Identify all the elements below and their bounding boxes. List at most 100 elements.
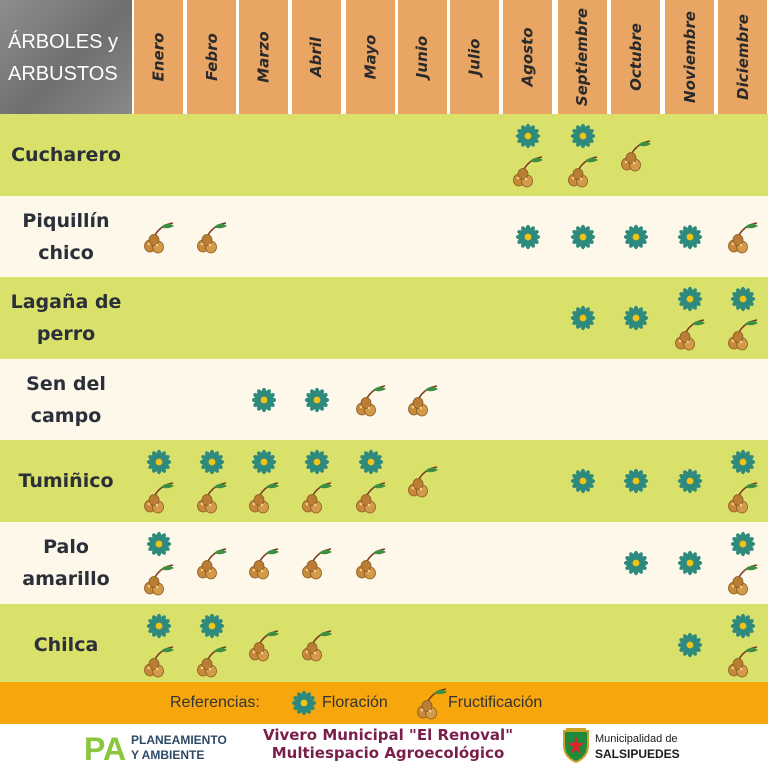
flower-icon [730,449,755,475]
municipality-name: SALSIPUEDES [595,747,680,761]
month-label: Enero [149,32,168,82]
plant-row: Chilca [0,604,768,685]
flower-icon [623,468,648,494]
plant-row: Palo amarillo [0,522,768,604]
fruit-icon [355,384,387,417]
flower-icon [677,632,702,657]
flower-icon [570,123,595,149]
fruit-icon [248,482,280,515]
flower-icon [304,387,329,412]
legend-label: Referencias: [170,694,260,711]
fruit-icon [143,564,175,597]
fruit-icon [727,221,759,254]
flower-icon [358,449,383,475]
plant-row: Sen del campo [0,359,768,440]
month-label: Febro [202,33,221,81]
month-header: Marzo [239,0,288,114]
fruit-icon [355,548,387,580]
legend-bar: Referencias: Floración Fructificación [0,682,768,724]
pa-logo-mark: PA [84,731,126,764]
flower-icon [515,123,540,149]
flower-icon [677,286,702,312]
fruit-icon [567,156,599,189]
flower-icon [623,550,648,576]
flower-icon [730,531,755,557]
month-header: Octubre [611,0,660,114]
fruit-icon [143,645,175,678]
flower-icon [730,286,755,312]
month-header: Abril [292,0,341,114]
month-label: Marzo [254,31,273,83]
flower-icon [677,468,702,494]
flower-icon [146,613,171,639]
corner-title: ÁRBOLES y ARBUSTOS [0,0,132,114]
month-label: Abril [307,36,326,78]
fruit-icon [727,564,759,597]
flower-icon [199,449,224,475]
flower-icon [291,690,317,716]
flower-icon [623,224,648,249]
flower-icon [570,305,595,331]
month-header: Julio [450,0,499,114]
fruit-icon [248,548,280,580]
fruit-icon [674,319,706,352]
month-header: Agosto [503,0,552,114]
fruit-icon [301,548,333,580]
month-header: Septiembre [558,0,607,114]
month-label: Agosto [518,27,537,87]
plant-name: Palo amarillo [22,536,110,590]
flower-icon [677,224,702,249]
flower-icon [570,224,595,249]
flower-icon [251,449,276,475]
fruit-icon [196,548,228,580]
flower-icon [251,387,276,412]
plant-name: Piquillín chico [22,209,110,264]
flower-icon [570,468,595,494]
month-header: Febro [187,0,236,114]
plant-name: Sen del campo [26,372,106,427]
fruit-icon [301,629,333,662]
flower-icon [146,531,171,557]
fruit-icon [143,482,175,515]
fruit-icon [196,221,228,254]
plant-name: Lagaña de perro [10,291,122,345]
vivero-title: Vivero Municipal "El Renoval" Multiespac… [262,726,514,762]
legend-fruit-label: Fructificación [448,694,543,711]
month-header: Junio [398,0,447,114]
planeamiento-text: PLANEAMIENTO Y AMBIENTE [131,733,227,762]
footer [0,724,768,768]
fruit-icon [727,645,759,678]
plant-row: Lagaña de perro [0,277,768,359]
fruit-icon [512,156,544,189]
month-label: Diciembre [733,14,752,100]
plant-name: Tumiñico [18,470,114,492]
plant-row: Piquillín chico [0,196,768,277]
flower-icon [515,224,540,249]
fruit-icon [407,384,439,417]
plant-name: Cucharero [11,144,121,166]
month-label: Junio [413,35,432,79]
fruit-icon [727,319,759,352]
municipality-label: Municipalidad de [595,733,678,745]
planeamiento-logo: PA [84,731,126,764]
month-label: Octubre [626,23,645,91]
month-label: Noviembre [680,11,699,103]
fruit-icon [196,645,228,678]
plant-name: Chilca [33,633,99,656]
plant-row: Cucharero [0,114,768,196]
flower-icon [146,449,171,475]
corner-title-text: ÁRBOLES y ARBUSTOS [8,31,119,85]
fruit-icon [196,482,228,515]
month-header: Enero [134,0,183,114]
fruit-icon [727,482,759,515]
month-header: Diciembre [718,0,767,114]
fruit-icon [416,688,448,720]
month-label: Julio [465,38,484,76]
flower-icon [730,613,755,639]
flower-icon [677,550,702,576]
fruit-icon [301,482,333,515]
fruit-icon [143,221,175,254]
month-label: Septiembre [573,7,592,107]
municipality-shield-icon [563,728,589,763]
